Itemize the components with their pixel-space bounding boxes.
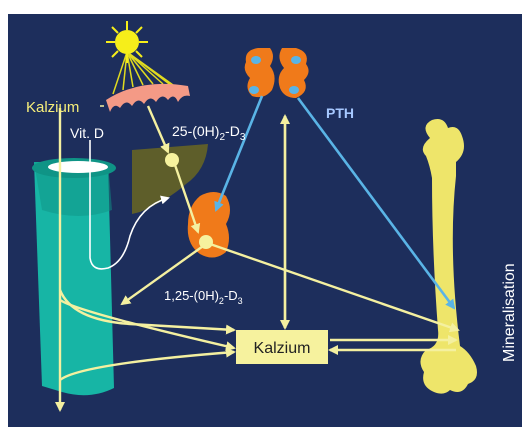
kidney-conversion-node xyxy=(199,235,213,249)
pth-label: PTH xyxy=(326,105,354,121)
mineralisation-label: Mineralisation xyxy=(501,263,518,362)
liver-conversion-node xyxy=(165,153,179,167)
intestine-icon xyxy=(32,158,116,395)
calcium-box-label: Kalzium xyxy=(254,340,311,357)
calcium-label-top: Kalzium xyxy=(26,99,79,116)
vitamin-d-label: Vit. D xyxy=(70,125,104,141)
